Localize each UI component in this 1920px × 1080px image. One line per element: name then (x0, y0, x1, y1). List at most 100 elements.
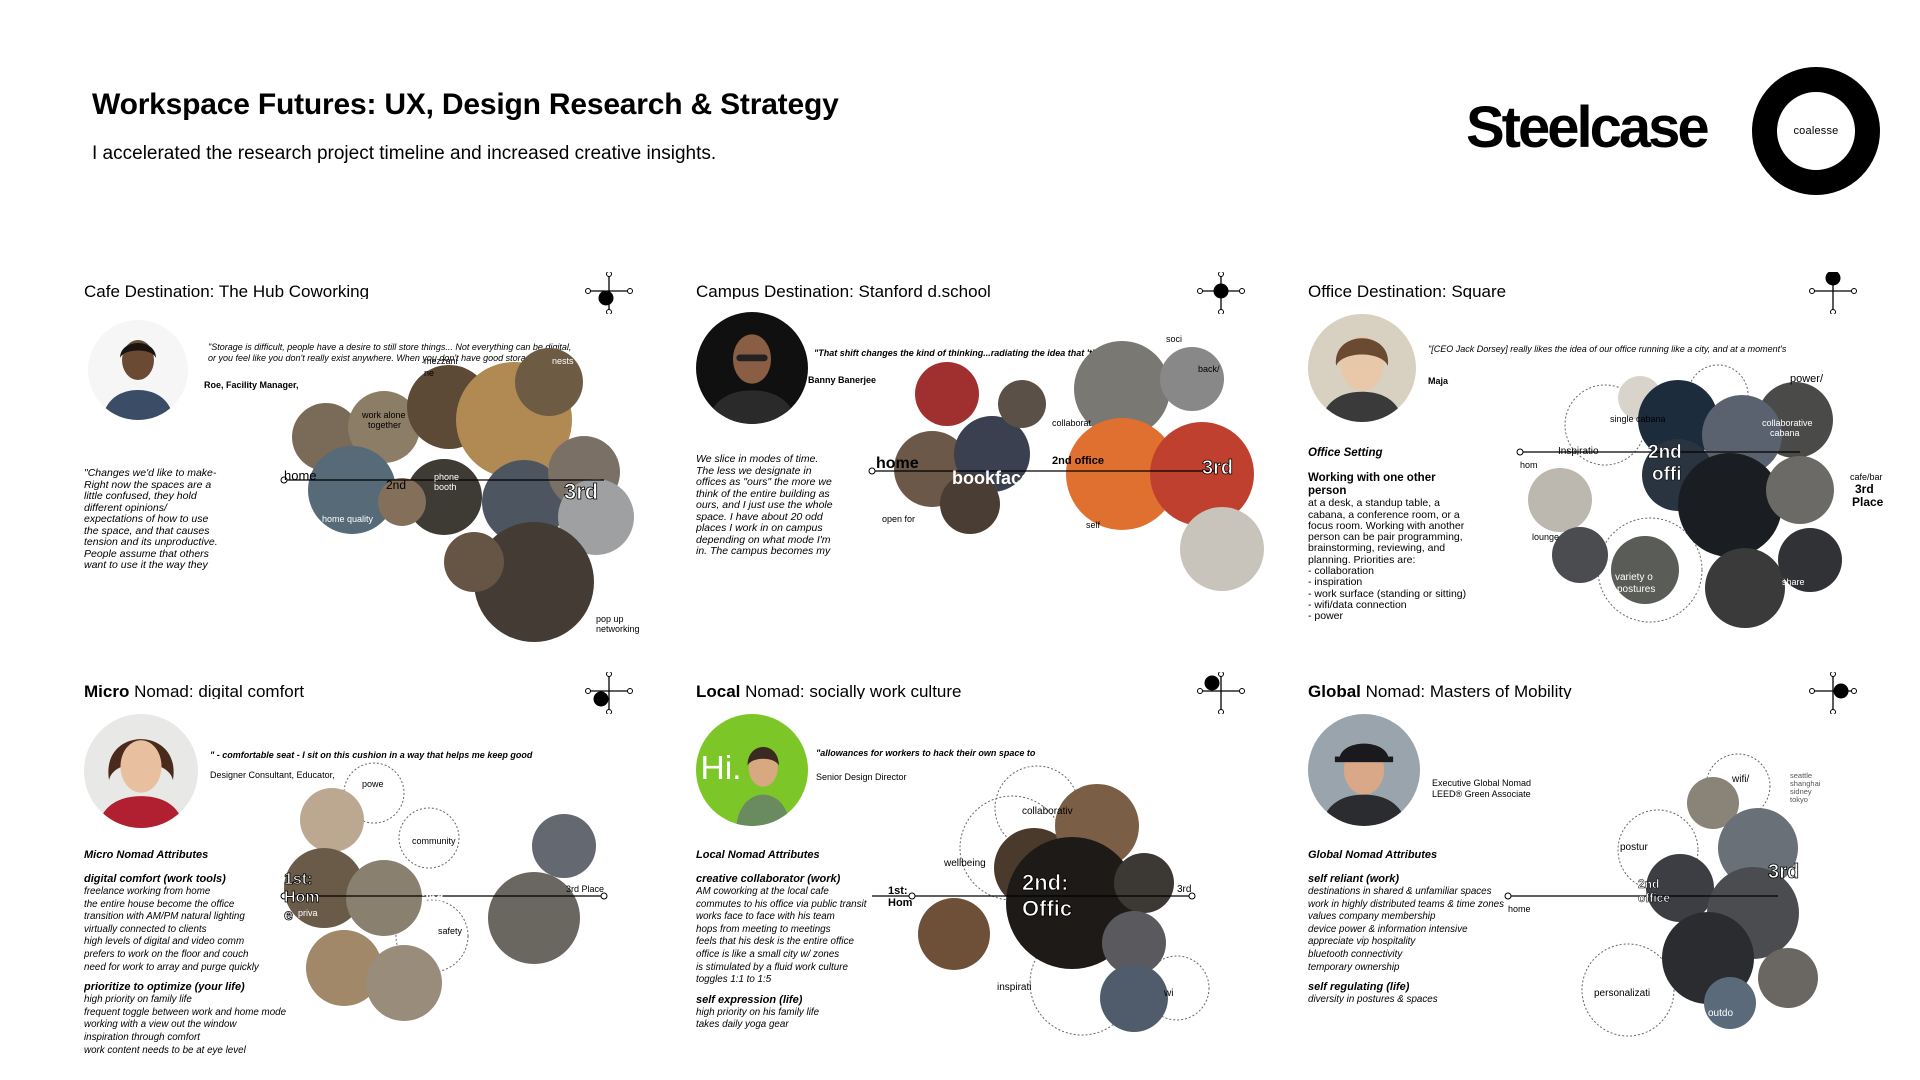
steelcase-logo: Steelcase (1466, 95, 1710, 160)
label-variety: variety o (1615, 572, 1653, 583)
label-postur: postur (1620, 842, 1648, 853)
label-inspiratio: Inspiratio (1558, 446, 1599, 457)
label-bookface: bookface (952, 468, 1031, 488)
label-safety: safety (438, 926, 463, 936)
local-place-diagram: 1st: Hom 2nd: Offic 3rd collaborativ wel… (872, 765, 1210, 1036)
label-outdo: outdo (1708, 1008, 1733, 1019)
label-community: community (412, 836, 456, 846)
label-3rd: 3rd (1855, 482, 1874, 496)
label-3rd: 3rd (1202, 457, 1233, 479)
label-power: power/ (1790, 373, 1824, 385)
label-wi: wi (1163, 988, 1173, 999)
label-open-for: open for (882, 514, 915, 524)
quote: "Storage is difficult, people have a des… (208, 342, 572, 363)
label-single-cabana: single cabana (1610, 414, 1666, 424)
label-home: Hom (284, 889, 320, 906)
quote: "That shift changes the kind of thinking… (814, 348, 1105, 358)
panel-local-nomad: Local Nomad: socially work culture Hi. "… (696, 672, 1286, 1060)
label-2nd: 2nd (1638, 877, 1659, 891)
micro-place-diagram: 1st: Hom e priva 2nd 3rd Place community… (280, 762, 608, 1021)
label-pop-up: pop up (596, 614, 624, 624)
micro-nomad-attributes: Micro Nomad Attributes digital comfort (… (84, 849, 287, 1056)
label-2nd: 2nd: (1022, 870, 1068, 895)
avatar-roe (88, 320, 188, 420)
speaker-role-2: LEED® Green Associate (1432, 789, 1531, 799)
label-home: home (876, 455, 919, 472)
label-wifi: wifi/ (1731, 774, 1749, 785)
hi-text: Hi. (700, 750, 741, 787)
label-phone: phone (434, 472, 459, 482)
city-sidney: sidney (1790, 787, 1812, 796)
quote: " - comfortable seat - I sit on this cus… (210, 750, 533, 760)
speaker-name: Roe, Facility Manager, (204, 380, 299, 390)
label-together: together (368, 420, 401, 430)
avatar-designer (84, 714, 198, 828)
local-nomad-attributes: Local Nomad Attributes creative collabor… (696, 849, 867, 1031)
panel-title: Local Nomad: socially work culture (696, 682, 962, 701)
quote: "[CEO Jack Dorsey] really likes the idea… (1428, 344, 1787, 354)
interview-quote: We slice in modes of time.The less we de… (696, 453, 833, 557)
label-cafe-bar: cafe/bar (1850, 472, 1883, 482)
label-inspirati: inspirati (997, 982, 1031, 993)
label-personaliz: personalizati (1594, 988, 1650, 999)
panel-title: Global Nomad: Masters of Mobility (1308, 682, 1572, 701)
quote: "allowances for workers to hack their ow… (816, 748, 1036, 758)
speaker-name: Maja (1428, 376, 1449, 386)
panel-title: Micro Nomad: digital comfort (84, 682, 305, 701)
label-booth: booth (434, 482, 457, 492)
label-networking: networking (596, 624, 640, 634)
label-2nd-office: 2nd office (1052, 455, 1104, 467)
label-collab: collaborativ (1022, 806, 1073, 817)
page-subtitle: I accelerated the research project timel… (92, 143, 717, 164)
label-postures: postures (1617, 584, 1655, 595)
office-setting-text: Office Setting Working with one other pe… (1308, 447, 1467, 623)
city-shanghai: shanghai (1790, 779, 1821, 788)
panel-campus: Campus Destination: Stanford d.school "T… (696, 272, 1286, 660)
city-seattle: seattle (1790, 771, 1812, 780)
panel-cafe: Cafe Destination: The Hub Coworking "Sto… (84, 272, 674, 660)
label-office: office (1638, 891, 1670, 905)
label-soci: soci (1166, 334, 1182, 344)
global-nomad-attributes: Global Nomad Attributes self reliant (wo… (1308, 849, 1505, 1006)
label-home: home (1508, 904, 1531, 914)
label-back: back/ (1198, 364, 1220, 374)
office-place-diagram: hom single cabana power/ Inspiratio 2nd … (1516, 364, 1884, 628)
interview-quote: "Changes we'd like to make-Right now the… (84, 467, 218, 571)
label-nests: nests (552, 356, 574, 366)
label-collab-cabana: collaborative (1762, 418, 1813, 428)
avatar-maja (1308, 314, 1416, 422)
label-self: self (1086, 520, 1101, 530)
crosshair-icon (585, 272, 633, 314)
label-3rd: 3rd (564, 479, 598, 504)
panel-office: Office Destination: Square "[CEO Jack Do… (1308, 272, 1898, 660)
speaker-role: Designer Consultant, Educator, (210, 770, 335, 780)
label-office: offi (1652, 464, 1682, 485)
crosshair-icon (1809, 672, 1857, 714)
label-home: Hom (888, 897, 913, 909)
avatar-design-director: Hi. (696, 714, 808, 826)
panel-micro-nomad: Micro Nomad: digital comfort " - comfort… (84, 672, 674, 1060)
campus-place-diagram: home 2nd office 3rd bookface soci back/ … (868, 334, 1264, 591)
label-collab: collaborat (1052, 418, 1092, 428)
avatar-banny (696, 312, 808, 424)
panel-title: Office Destination: Square (1308, 282, 1507, 301)
label-place: Place (1852, 495, 1884, 509)
speaker-role: Senior Design Director (816, 772, 907, 782)
crosshair-icon (1809, 272, 1857, 314)
label-mezzanine-2: ne (424, 368, 434, 378)
label-3rd: 3rd (1768, 861, 1799, 883)
label-2nd: 2nd (1648, 442, 1682, 463)
speaker-role: Executive Global Nomad (1432, 778, 1532, 788)
label-priva: priva (298, 908, 318, 918)
label-2nd: 2nd (422, 891, 443, 905)
label-home-quality: home quality (322, 514, 374, 524)
label-share: share (1782, 577, 1805, 587)
label-3rd: 3rd (1177, 884, 1191, 895)
label-lounge: lounge (1532, 532, 1559, 542)
label-power: powe (362, 779, 384, 789)
label-mezzanine: mezzani (424, 356, 458, 366)
panel-title: Cafe Destination: The Hub Coworking (84, 282, 370, 301)
label-collab-cabana-2: cabana (1770, 428, 1800, 438)
label-1st: 1st: (284, 871, 312, 888)
label-work-alone: work alone (361, 410, 406, 420)
